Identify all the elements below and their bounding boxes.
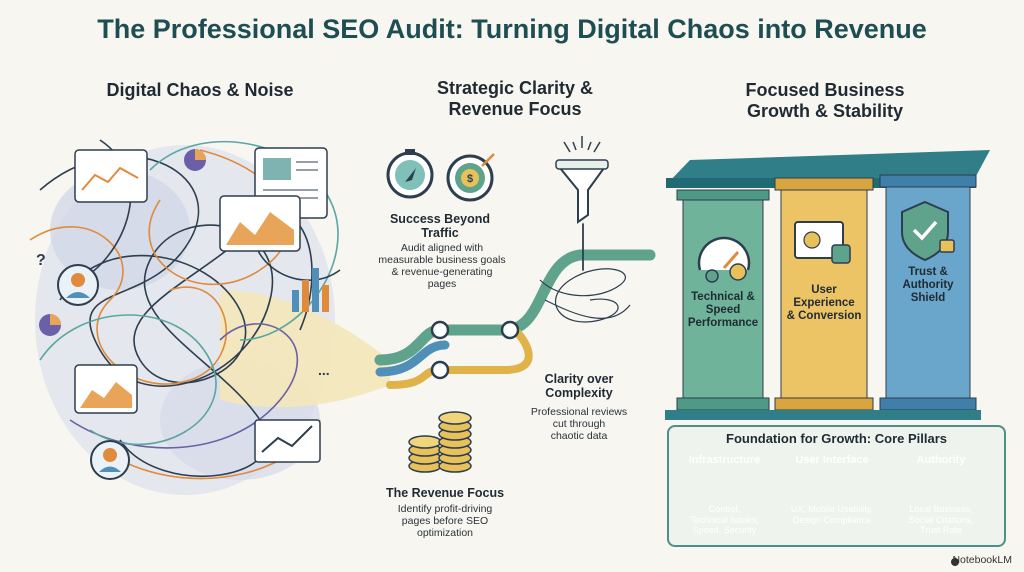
- revenue-text: Identify profit-driving pages before SEO…: [397, 503, 493, 539]
- pillar-label-ux: User Experience & Conversion: [786, 284, 862, 322]
- question-mark: ?: [36, 252, 46, 269]
- revenue-title: The Revenue Focus: [385, 486, 505, 500]
- ux-screen-icon: [794, 221, 851, 264]
- complexity-title: Clarity over Complexity: [544, 372, 614, 400]
- page-title: The Professional SEO Audit: Turning Digi…: [97, 14, 927, 44]
- line-chart-card-icon: [74, 364, 138, 414]
- success-title: Success Beyond Traffic: [389, 212, 491, 240]
- foundation-infrastructure: Infrastructure Control, Technical Issues…: [688, 454, 761, 535]
- dollar-target-icon: $: [446, 153, 495, 202]
- user-avatar-icon: [57, 264, 99, 306]
- pie-chart-icon: [39, 149, 206, 336]
- user-avatar-icon: [90, 440, 130, 480]
- pillar-label-technical: Technical & Speed Performance: [687, 291, 759, 329]
- notebooklm-logo-icon: [951, 558, 959, 566]
- brand-label: NotebookLM: [952, 554, 1012, 566]
- svg-text:$: $: [467, 173, 473, 185]
- funnel-icon: [555, 136, 609, 224]
- clarity-heading: Strategic Clarity & Revenue Focus: [436, 78, 594, 119]
- bar-chart-icon: [292, 268, 329, 312]
- speed-gauge-icon: [697, 236, 751, 283]
- growth-heading: Focused Business Growth & Stability: [745, 80, 905, 121]
- pillar-technical: [676, 189, 770, 411]
- ellipsis-mark: ...: [318, 362, 330, 378]
- foundation-user-interface: User Interface UX, Mobile Usability, Des…: [790, 454, 874, 525]
- pillar-base: [665, 410, 981, 420]
- chart-card-icon: [74, 149, 148, 203]
- pillar-label-trust: Trust & Authority Shield: [902, 266, 954, 304]
- trend-chart-icon: [254, 419, 321, 463]
- coin-stack-icon: [408, 411, 472, 473]
- success-text: Audit aligned with measurable business g…: [378, 242, 506, 290]
- shield-lock-icon: [901, 200, 955, 262]
- tangle-lines: [29, 139, 341, 480]
- foundation-panel: [667, 425, 1006, 547]
- area-chart-card-icon: [219, 195, 301, 252]
- small-tangle: [539, 268, 631, 323]
- foundation-title: Foundation for Growth: Core Pillars: [726, 431, 947, 446]
- complexity-text: Professional reviews cut through chaotic…: [530, 406, 628, 442]
- compass-icon: [386, 149, 434, 199]
- foundation-authority: Authority Local Business, Social Citatio…: [908, 454, 974, 535]
- pipe-joint-icon: [430, 320, 520, 380]
- chaos-heading: Digital Chaos & Noise: [106, 80, 294, 100]
